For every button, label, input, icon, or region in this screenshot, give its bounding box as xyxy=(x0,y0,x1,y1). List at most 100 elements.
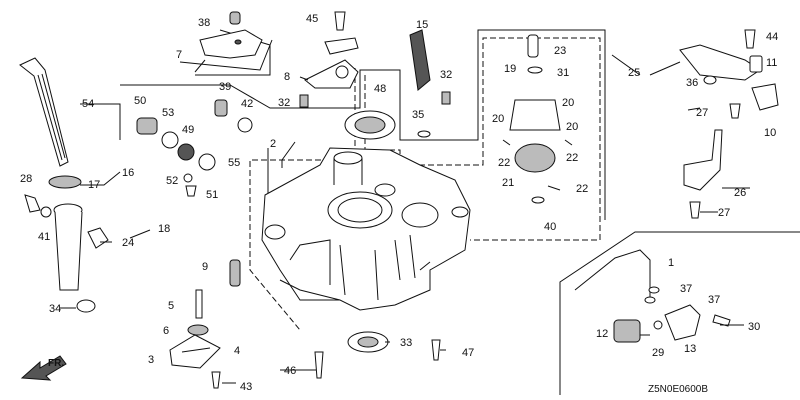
callout-49: 49 xyxy=(182,124,194,136)
shaft-50 xyxy=(136,117,158,135)
bolt-28 xyxy=(24,194,41,213)
callout-20: 20 xyxy=(562,97,574,109)
pump-13 xyxy=(664,304,701,341)
bolt-43 xyxy=(211,371,221,389)
bolt-27-bottom xyxy=(689,201,701,219)
callout-50: 50 xyxy=(134,95,146,107)
callout-20-3: 20 xyxy=(566,121,578,133)
callout-5: 5 xyxy=(168,300,174,312)
callout-27: 27 xyxy=(696,107,708,119)
washer-36 xyxy=(703,75,717,85)
callout-4: 4 xyxy=(234,345,240,357)
callout-28: 28 xyxy=(20,173,32,185)
washer-37-a xyxy=(648,286,660,294)
callout-26: 26 xyxy=(734,187,746,199)
callout-17: 17 xyxy=(88,179,100,191)
callout-53: 53 xyxy=(162,107,174,119)
sensor-assembly-25 xyxy=(679,44,761,81)
callout-22-3: 22 xyxy=(576,183,588,195)
callout-36: 36 xyxy=(686,77,698,89)
callout-32: 32 xyxy=(278,97,290,109)
group-boundary-dashed-sub xyxy=(249,68,356,331)
plate-7-hole xyxy=(234,39,242,45)
pin-5 xyxy=(195,289,203,319)
callout-27-2: 27 xyxy=(718,207,730,219)
callout-1: 1 xyxy=(668,257,674,269)
callout-29: 29 xyxy=(652,347,664,359)
callout-16: 16 xyxy=(122,167,134,179)
oil-dipstick xyxy=(19,57,82,189)
callout-18: 18 xyxy=(158,223,170,235)
washer-29 xyxy=(653,320,663,330)
pin-22-a xyxy=(502,139,573,191)
callout-38: 38 xyxy=(198,17,210,29)
bearing-49 xyxy=(177,143,195,161)
callout-22: 22 xyxy=(498,157,510,169)
crankcase-cover xyxy=(261,147,471,311)
callout-30: 30 xyxy=(748,321,760,333)
callout-42: 42 xyxy=(241,98,253,110)
callout-23: 23 xyxy=(554,45,566,57)
washer-52 xyxy=(183,173,193,183)
bolt-46 xyxy=(314,351,324,379)
bracket-11 xyxy=(749,55,763,73)
callout-31: 31 xyxy=(557,67,569,79)
callout-8: 8 xyxy=(284,71,290,83)
callout-20-2: 20 xyxy=(492,113,504,125)
callout-13: 13 xyxy=(684,343,696,355)
callout-35: 35 xyxy=(412,109,424,121)
direction-label: FR. xyxy=(48,358,64,369)
cap-10 xyxy=(751,83,779,111)
callout-48: 48 xyxy=(374,83,386,95)
callout-34: 34 xyxy=(49,303,61,315)
callout-46: 46 xyxy=(284,365,296,377)
inset-housing-1 xyxy=(574,249,651,300)
plug-39 xyxy=(214,99,228,117)
callout-24: 24 xyxy=(122,237,134,249)
bolt-27-top xyxy=(729,103,741,119)
rubber-9 xyxy=(229,259,241,287)
callout-3: 3 xyxy=(148,354,154,366)
bolt-44 xyxy=(744,29,756,49)
pin-23 xyxy=(527,34,539,58)
callout-43: 43 xyxy=(240,381,252,393)
callout-54: 54 xyxy=(82,98,94,110)
callout-40: 40 xyxy=(544,221,556,233)
callout-25: 25 xyxy=(628,67,640,79)
callout-2: 2 xyxy=(270,138,276,150)
cover-3 xyxy=(169,334,221,369)
governor-gear-21 xyxy=(514,143,556,173)
callout-12: 12 xyxy=(596,328,608,340)
inset-box xyxy=(559,231,800,395)
bolt-51 xyxy=(185,185,197,197)
leader-lines xyxy=(60,54,750,384)
callout-55: 55 xyxy=(228,157,240,169)
front-direction-arrow xyxy=(20,355,67,381)
dowel-32-left xyxy=(299,94,309,108)
bracket-14 xyxy=(324,37,359,55)
washer-40 xyxy=(531,196,545,204)
gasket-4 xyxy=(181,347,211,353)
washer-37-b xyxy=(644,296,656,304)
washer-42 xyxy=(237,117,253,133)
governor-weight-20 xyxy=(509,99,561,131)
ring-53 xyxy=(161,131,179,149)
dowel-32-right xyxy=(441,91,451,105)
callout-41: 41 xyxy=(38,231,50,243)
callout-39: 39 xyxy=(219,81,231,93)
callout-9: 9 xyxy=(202,261,208,273)
filter-12 xyxy=(613,319,641,343)
callout-21: 21 xyxy=(502,177,514,189)
callout-52: 52 xyxy=(166,175,178,187)
callout-37-2: 37 xyxy=(708,294,720,306)
governor-link-15 xyxy=(409,29,431,91)
plate-7-leader-box xyxy=(179,39,273,71)
callout-19: 19 xyxy=(504,63,516,75)
diagram-code: Z5N0E0600B xyxy=(648,384,708,395)
callout-32-2: 32 xyxy=(440,69,452,81)
callout-47: 47 xyxy=(462,347,474,359)
clamp-26 xyxy=(683,129,723,191)
group-boundary-left xyxy=(120,29,606,220)
callout-15: 15 xyxy=(416,19,428,31)
